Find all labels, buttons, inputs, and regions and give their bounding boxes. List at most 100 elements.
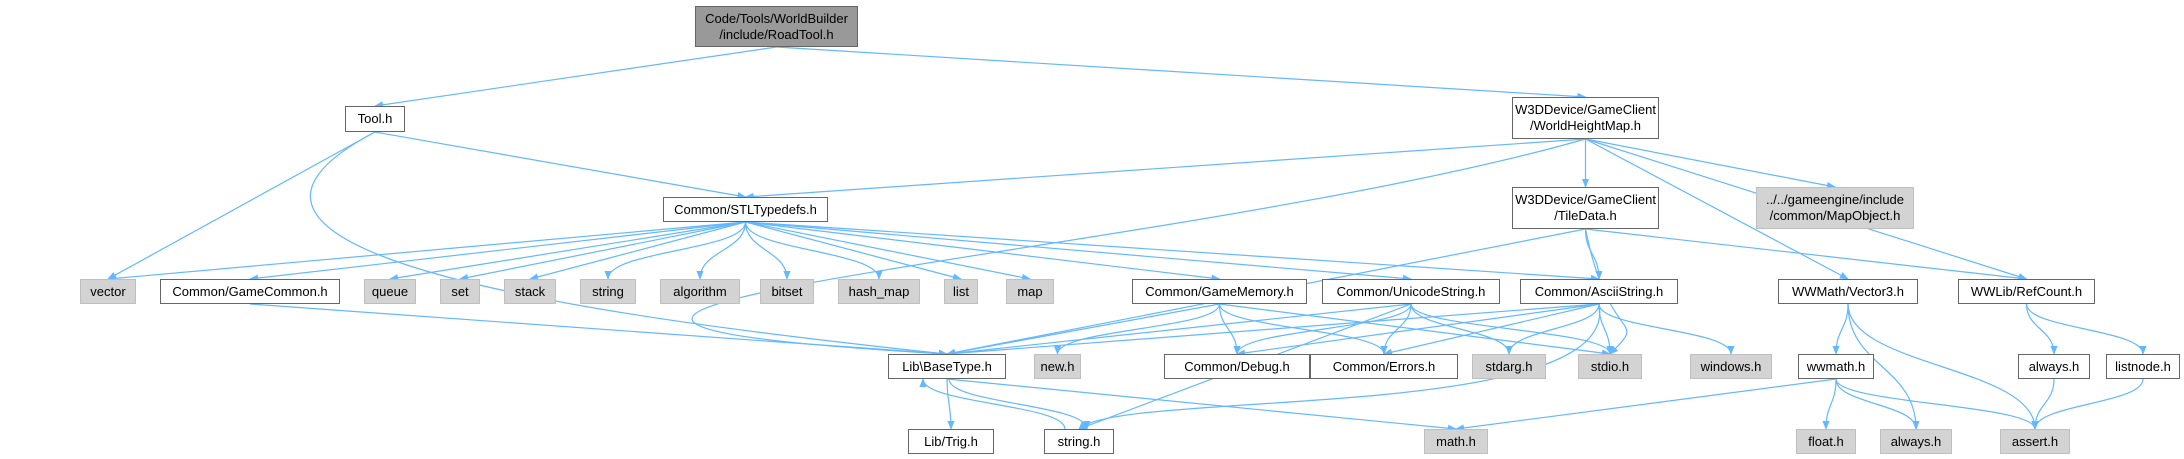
node-math-h[interactable]: math.h (1424, 429, 1488, 454)
node-label: Lib/Trig.h (924, 433, 978, 449)
node-map[interactable]: map (1006, 279, 1054, 304)
node-tool-h[interactable]: Tool.h (345, 106, 405, 132)
node-label: algorithm (673, 283, 727, 299)
node-label: windows.h (1700, 358, 1762, 374)
node-wwmath-vector3-h[interactable]: WWMath/Vector3.h (1778, 279, 1918, 304)
node-unicodestring-h[interactable]: Common/UnicodeString.h (1322, 279, 1500, 304)
node-label-line1: Code/Tools/WorldBuilder (705, 10, 848, 26)
node-label: string (592, 283, 624, 299)
edge-gamecommon-to-basetype (249, 303, 948, 358)
node-label: always.h (2028, 358, 2080, 374)
node-gamecommon-h[interactable]: Common/GameCommon.h (160, 279, 340, 304)
edge-gamememory-to-errors (1218, 303, 1388, 355)
edge-worldheightmap-to-mapobject (1585, 138, 1836, 190)
edge-refcount-to-listnode (2025, 303, 2147, 355)
edge-tool-to-basetype (310, 131, 948, 357)
node-label: wwmath.h (1806, 358, 1866, 374)
node-label-line2: /TileData.h (1554, 208, 1617, 223)
node-new-h[interactable]: new.h (1034, 354, 1081, 379)
edge-worldheightmap-to-vector3 (1585, 138, 1849, 280)
node-hash-map[interactable]: hash_map (838, 279, 920, 304)
edge-stltypedefs-to-gamecommon (249, 221, 746, 282)
edge-roadtool-to-worldheightmap (776, 46, 1587, 101)
node-label: assert.h (2011, 433, 2059, 449)
edge-tool-to-vector (107, 131, 376, 280)
node-roadtool-h[interactable]: Code/Tools/WorldBuilder/include/RoadTool… (695, 6, 858, 47)
node-label: Common/Debug.h (1184, 358, 1290, 374)
node-label-line1: W3DDevice/GameClient (1515, 192, 1656, 207)
edge-worldheightmap-to-basetype (691, 138, 1586, 358)
node-label: vector (90, 283, 126, 299)
node-stack[interactable]: stack (504, 279, 556, 304)
node-common-debug-h[interactable]: Common/Debug.h (1164, 354, 1310, 379)
node-gamememory-h[interactable]: Common/GameMemory.h (1132, 279, 1307, 304)
edge-worldheightmap-to-stltypedefs (744, 138, 1586, 201)
node-bitset[interactable]: bitset (760, 279, 814, 304)
edge-stltypedefs-to-gamememory (745, 221, 1221, 282)
node-windows-h[interactable]: windows.h (1690, 354, 1772, 379)
node-label: list (953, 283, 969, 299)
node-algorithm[interactable]: algorithm (660, 279, 740, 304)
edge-stltypedefs-to-map (745, 221, 1031, 281)
node-wwmath-h[interactable]: wwmath.h (1798, 354, 1874, 379)
edge-asciistring-to-debug (1236, 303, 1600, 357)
node-listnode-h[interactable]: listnode.h (2106, 354, 2180, 379)
node-stdio-h[interactable]: stdio.h (1578, 354, 1642, 379)
node-label: Common/STLTypedefs.h (674, 201, 817, 217)
node-label: WWMath/Vector3.h (1792, 283, 1904, 299)
edge-asciistring-to-basetype (946, 303, 1600, 357)
node-label: math.h (1436, 433, 1476, 449)
node-label: hash_map (848, 283, 910, 299)
node-label: new.h (1040, 358, 1075, 374)
node-common-errors-h[interactable]: Common/Errors.h (1310, 354, 1458, 379)
node-set[interactable]: set (440, 279, 480, 304)
node-wwlib-refcount-h[interactable]: WWLib/RefCount.h (1958, 279, 2095, 304)
node-label: Common/AsciiString.h (1534, 283, 1664, 299)
edge-tiledata-to-asciistring (1584, 228, 1603, 280)
node-always-h-refcount[interactable]: always.h (2018, 354, 2090, 379)
edge-stltypedefs-to-unicodestring (745, 221, 1412, 282)
edge-gamememory-to-basetype (946, 303, 1220, 357)
edge-tiledata-to-stdio (1584, 228, 1628, 355)
edge-gamememory-to-debug (1218, 303, 1241, 355)
edge-asciistring-to-errors (1383, 303, 1600, 356)
node-worldheightmap-h[interactable]: W3DDevice/GameClient/WorldHeightMap.h (1512, 97, 1659, 139)
node-string-h[interactable]: string.h (1044, 429, 1114, 454)
edge-wwmath-to-float_h (1822, 378, 1837, 430)
node-label: Common/GameMemory.h (1145, 283, 1294, 299)
node-tiledata-h[interactable]: W3DDevice/GameClient/TileData.h (1512, 187, 1659, 229)
node-string[interactable]: string (580, 279, 636, 304)
node-label: Common/Errors.h (1332, 358, 1436, 374)
node-label: WWLib/RefCount.h (1970, 283, 2083, 299)
node-lib-basetype-h[interactable]: Lib\BaseType.h (888, 354, 1006, 379)
node-float-h[interactable]: float.h (1796, 429, 1856, 454)
edge-stltypedefs-to-algorithm (696, 221, 747, 280)
edge-unicodestring-to-debug (1233, 303, 1412, 355)
node-asciistring-h[interactable]: Common/AsciiString.h (1520, 279, 1678, 304)
edge-stltypedefs-to-bitset (744, 221, 791, 280)
node-stltypedefs-h[interactable]: Common/STLTypedefs.h (663, 197, 828, 222)
node-assert-h[interactable]: assert.h (2000, 429, 2070, 454)
node-vector[interactable]: vector (80, 279, 136, 304)
node-stdarg-h[interactable]: stdarg.h (1472, 354, 1546, 379)
edge-basetype-to-math_h (946, 378, 1457, 432)
edge-unicodestring-to-stdarg (1410, 303, 1513, 355)
node-label-line2: /WorldHeightMap.h (1529, 118, 1642, 133)
node-label: stdarg.h (1485, 358, 1533, 374)
edge-wwmath-to-always2 (1835, 378, 1920, 430)
edge-asciistring-to-string_h (1078, 303, 1601, 430)
node-label: always.h (1890, 433, 1942, 449)
node-queue[interactable]: queue (364, 279, 416, 304)
node-mapobject-h[interactable]: ../../gameengine/include/common/MapObjec… (1756, 187, 1914, 229)
edge-vector3-to-always2 (1847, 303, 1920, 430)
node-lib-trig-h[interactable]: Lib/Trig.h (908, 429, 994, 454)
node-label-line2: /common/MapObject.h (1769, 208, 1901, 223)
node-always-h-wwmath[interactable]: always.h (1880, 429, 1952, 454)
node-list[interactable]: list (944, 279, 978, 304)
edge-stltypedefs-to-set (459, 221, 746, 281)
edge-listnode-to-assert_h (2031, 378, 2144, 430)
node-label-line1: W3DDevice/GameClient (1515, 102, 1656, 117)
edge-tiledata-to-refcount (1585, 228, 2028, 282)
edge-vector3-to-wwmath (1832, 303, 1849, 355)
